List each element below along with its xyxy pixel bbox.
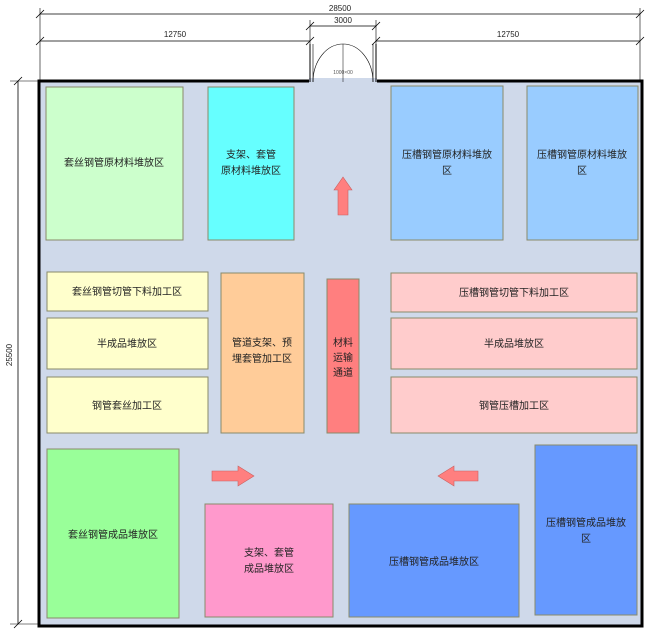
zone-coil-cut-label: 套丝钢管切管下料加工区	[72, 285, 182, 298]
zone-support-process-label-line-2: 埋套管加工区	[232, 352, 292, 365]
entrance-gate: 1000×00	[309, 43, 377, 84]
arrow-right-icon	[211, 465, 255, 487]
zone-groove-raw-2-label-line-2: 区	[577, 165, 587, 177]
zone-groove-pipe-processing: 钢管压槽加工区	[390, 376, 638, 434]
zone-support-raw-label-line-1: 支架、套管	[226, 148, 276, 161]
dimension-total-height: 25500	[5, 76, 40, 629]
zone-channel-label-line-2: 运输	[333, 351, 353, 364]
zone-groove-cut-label: 压槽钢管切管下料加工区	[459, 286, 569, 299]
zone-groove-raw-1-label-line-2: 区	[442, 165, 452, 177]
zone-coil-pipe-cutting: 套丝钢管切管下料加工区	[46, 271, 209, 312]
dimension-right-width-label: 12750	[497, 30, 520, 39]
zone-semi-right-label: 半成品堆放区	[484, 337, 544, 350]
zone-channel-label-line-1: 材料	[333, 336, 353, 349]
dimension-left-width-label: 12750	[164, 30, 187, 39]
dimension-total-width: 28500	[35, 4, 645, 80]
dimension-left-width: 12750	[35, 20, 315, 80]
zone-groove-pipe-raw-storage-2: 压槽钢管原材料堆放 区	[526, 85, 639, 241]
zone-support-processing: 管道支架、预 埋套管加工区	[220, 272, 305, 434]
zone-coil-finished-label: 套丝钢管成品堆放区	[68, 528, 158, 541]
arrow-up-icon	[333, 176, 353, 216]
dimension-gate-width-label: 3000	[334, 16, 352, 25]
arrow-left-icon	[437, 465, 479, 487]
door-size-label: 1000×00	[333, 70, 353, 76]
zone-groove-finished-center-label: 压槽钢管成品堆放区	[389, 555, 479, 568]
zone-groove-pipe-finished-center: 压槽钢管成品堆放区	[348, 503, 520, 618]
zone-support-finished-label-line-2: 成品堆放区	[244, 562, 294, 575]
zone-groove-pipe-finished-right: 压槽钢管成品堆放 区	[534, 444, 638, 616]
zone-groove-finished-right-label-line-1: 压槽钢管成品堆放	[546, 516, 626, 529]
zone-groove-finished-right-label-line-2: 区	[581, 533, 591, 545]
zone-semi-finished-right: 半成品堆放区	[390, 317, 638, 370]
zone-coil-pipe-processing: 钢管套丝加工区	[46, 376, 209, 434]
dimension-total-height-label: 25500	[5, 343, 14, 366]
zone-support-raw-storage: 支架、套管 原材料堆放区	[207, 86, 295, 241]
zone-support-process-label-line-1: 管道支架、预	[232, 336, 292, 349]
zone-support-finished-label-line-1: 支架、套管	[244, 546, 294, 559]
zone-groove-pipe-raw-storage-1: 压槽钢管原材料堆放 区	[390, 85, 504, 241]
zone-coil-pipe-raw-label: 套丝钢管原材料堆放区	[64, 156, 164, 169]
dimension-gate-width: 3000	[305, 16, 381, 31]
dimension-right-width: 12750	[371, 20, 645, 80]
zone-groove-raw-2-label-line-1: 压槽钢管原材料堆放	[537, 148, 627, 161]
zone-support-raw-label-line-2: 原材料堆放区	[221, 164, 281, 177]
zone-semi-finished-left: 半成品堆放区	[46, 317, 209, 370]
zone-groove-process-label: 钢管压槽加工区	[479, 399, 549, 412]
zone-coil-process-label: 钢管套丝加工区	[92, 399, 162, 412]
zone-support-finished-storage: 支架、套管 成品堆放区	[204, 503, 334, 618]
zone-groove-pipe-cutting: 压槽钢管切管下料加工区	[390, 272, 638, 313]
zone-semi-left-label: 半成品堆放区	[97, 337, 157, 350]
zone-material-transport-channel: 材料 运输 通道	[326, 278, 360, 434]
zone-groove-raw-1-label-line-1: 压槽钢管原材料堆放	[402, 148, 492, 161]
zone-channel-label-line-3: 通道	[333, 366, 353, 379]
zone-coil-pipe-raw-storage: 套丝钢管原材料堆放区	[45, 86, 184, 241]
dimension-total-width-label: 28500	[329, 4, 352, 13]
zone-coil-pipe-finished-storage: 套丝钢管成品堆放区	[46, 448, 180, 619]
